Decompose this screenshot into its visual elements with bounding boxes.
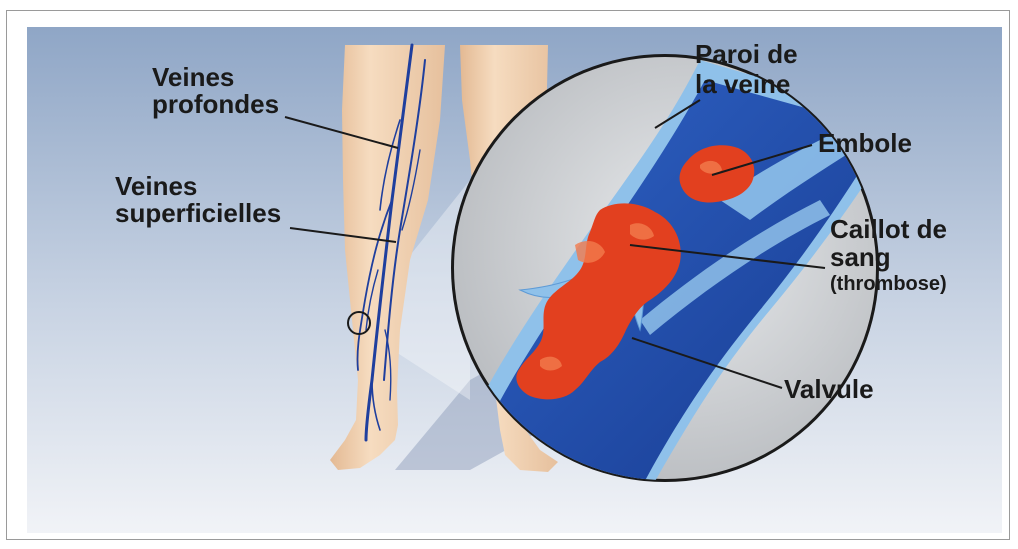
label-superficial-veins-line1: Veines bbox=[115, 171, 197, 201]
label-deep-veins-line2: profondes bbox=[152, 89, 279, 119]
label-deep-veins-line1: Veines bbox=[152, 62, 234, 92]
label-clot-line2: sang bbox=[830, 242, 891, 272]
label-vein-wall-line1: Paroi de bbox=[695, 39, 798, 69]
label-valve: Valvule bbox=[784, 374, 874, 404]
label-embolus: Embole bbox=[818, 128, 912, 158]
label-clot-line3: (thrombose) bbox=[830, 273, 947, 295]
label-clot-line1: Caillot de bbox=[830, 214, 947, 244]
label-superficial-veins-line2: superficielles bbox=[115, 198, 281, 228]
label-vein-wall-line2: la veine bbox=[695, 69, 790, 99]
